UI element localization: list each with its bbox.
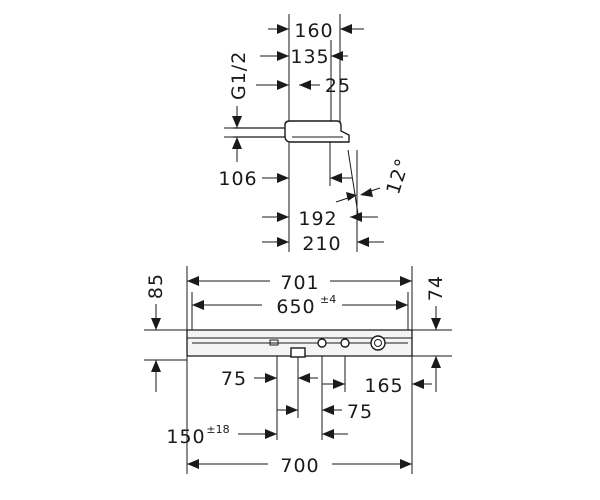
arrow-210-right	[357, 237, 369, 247]
arrow-700-right	[400, 459, 412, 469]
arrow-g12-top	[232, 116, 242, 128]
arrow-165-right	[412, 379, 424, 389]
arrow-160-right	[340, 24, 352, 34]
arrow-650-left	[192, 300, 204, 310]
dim-25: 25	[325, 75, 351, 97]
arrow-85-bottom	[151, 360, 161, 372]
control-knob-center	[374, 339, 382, 347]
arrow-75-right-b	[322, 405, 334, 415]
arrow-135-left	[277, 51, 289, 61]
arrow-701-left	[187, 276, 199, 286]
valve-right	[340, 338, 350, 348]
arrow-75-left-a	[265, 373, 277, 383]
angle-12: 12°	[382, 155, 414, 197]
outlet-connector	[290, 347, 306, 358]
arrow-angle-right	[360, 188, 373, 197]
dim-700: 700	[280, 455, 319, 477]
arrow-75-left-b	[298, 373, 310, 383]
dim-75-left: 75	[221, 368, 247, 390]
arrow-106-left	[277, 173, 289, 183]
dim-75-right: 75	[347, 401, 373, 423]
arrow-85-top	[151, 318, 161, 330]
dim-701: 701	[280, 272, 319, 294]
side-view: 160 135 25 G1/2 106 12°	[218, 14, 414, 255]
arrow-g12-bottom	[232, 137, 242, 149]
arrow-25-left	[277, 80, 289, 90]
arrow-650-right	[396, 300, 408, 310]
dim-210: 210	[302, 233, 341, 255]
arrow-150-right	[322, 429, 334, 439]
arrow-700-left	[187, 459, 199, 469]
thread-label: G1/2	[228, 51, 250, 100]
arrow-74-bottom	[431, 356, 441, 368]
tol-650: ±4	[320, 293, 336, 306]
control-knob	[370, 335, 386, 351]
arrow-150-left	[265, 429, 277, 439]
dim-74: 74	[425, 275, 447, 301]
tol-150: ±18	[206, 423, 229, 436]
arrow-192-right	[350, 212, 362, 222]
dim-165: 165	[364, 375, 403, 397]
dim-192: 192	[298, 208, 337, 230]
arrow-160-left	[277, 24, 289, 34]
dim-135: 135	[290, 46, 329, 68]
valve-left	[317, 338, 327, 348]
dim-85: 85	[145, 273, 167, 299]
dim-650: 650	[276, 296, 315, 318]
dim-106: 106	[218, 168, 257, 190]
arrow-135-right	[331, 51, 343, 61]
arrow-angle-left	[346, 192, 357, 201]
arrow-25-right	[299, 80, 311, 90]
arrow-165-left	[333, 379, 345, 389]
spout-angle-line	[347, 149, 359, 215]
front-view: 701 650 ±4 85 74 75 165	[144, 266, 452, 477]
arrow-192-left	[277, 212, 289, 222]
thermostat-side-body	[284, 120, 350, 143]
arrow-106-right	[330, 173, 342, 183]
dim-160: 160	[294, 20, 333, 42]
arrow-701-right	[400, 276, 412, 286]
arrow-74-top	[431, 318, 441, 330]
arrow-75-right-a	[286, 405, 298, 415]
arrow-210-left	[277, 237, 289, 247]
dim-150: 150	[166, 426, 205, 448]
bar-mount-left	[269, 339, 279, 346]
